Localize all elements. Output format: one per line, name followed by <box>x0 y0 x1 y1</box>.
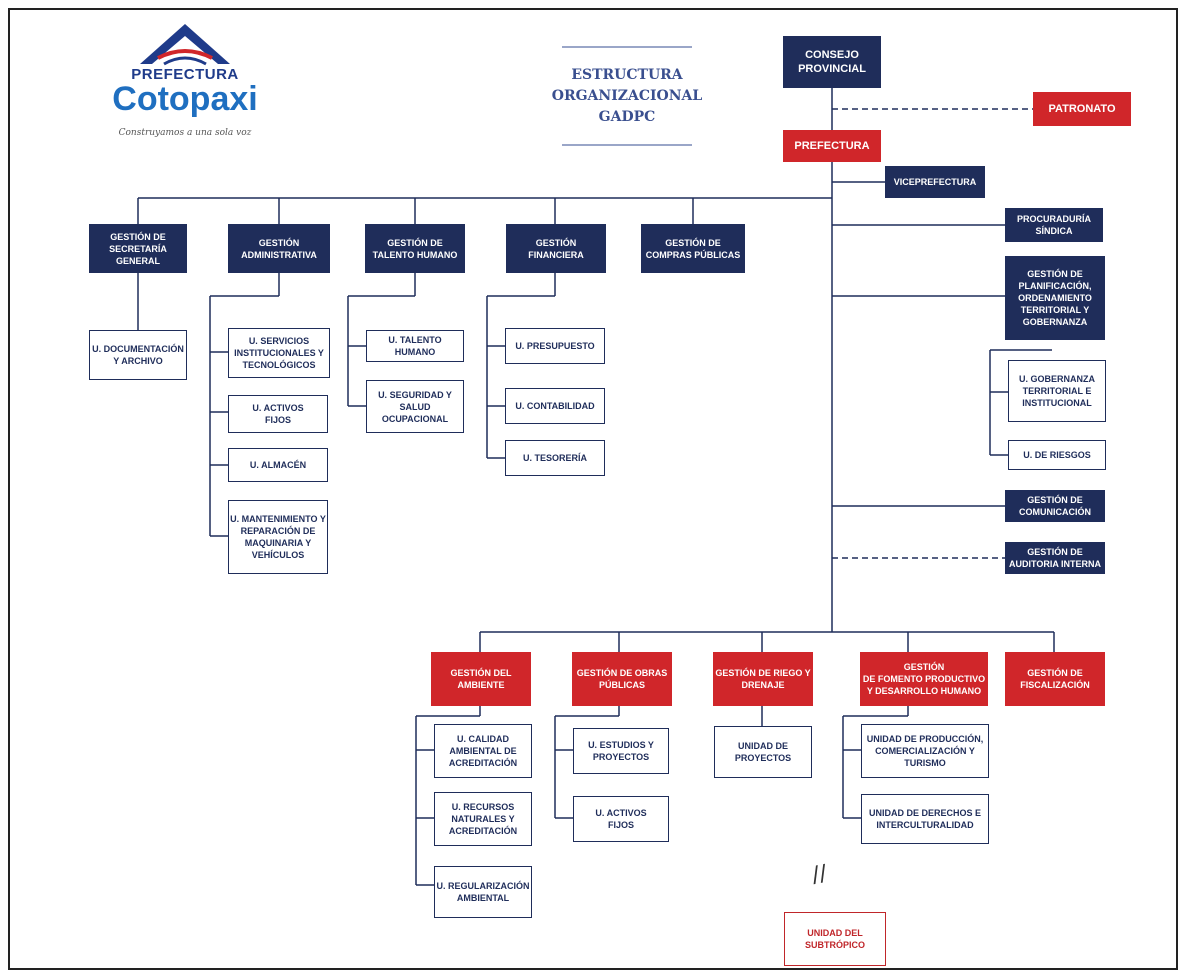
node-prefectura[interactable]: PREFECTURA <box>783 130 881 162</box>
node-gestion-compras-publicas[interactable]: GESTIÓN DE COMPRAS PÚBLICAS <box>641 224 745 273</box>
node-u-almacen[interactable]: U. ALMACÉN <box>228 448 328 482</box>
node-u-activos-fijos[interactable]: U. ACTIVOS FIJOS <box>228 395 328 433</box>
node-u-gobernanza[interactable]: U. GOBERNANZA TERRITORIAL E INSTITUCIONA… <box>1008 360 1106 422</box>
node-unidad-subtropico[interactable]: UNIDAD DEL SUBTRÓPICO <box>784 912 886 966</box>
node-gestion-planificacion[interactable]: GESTIÓN DE PLANIFICACIÓN, ORDENAMIENTO T… <box>1005 256 1105 340</box>
node-unidad-derechos[interactable]: UNIDAD DE DERECHOS E INTERCULTURALIDAD <box>861 794 989 844</box>
node-gestion-secretaria[interactable]: GESTIÓN DE SECRETARÍA GENERAL <box>89 224 187 273</box>
node-gestion-fiscalizacion[interactable]: GESTIÓN DE FISCALIZACIÓN <box>1005 652 1105 706</box>
node-u-estudios-proyectos[interactable]: U. ESTUDIOS Y PROYECTOS <box>573 728 669 774</box>
logo-cotopaxi-text: Cotopaxi <box>112 80 258 118</box>
node-procuraduria-sindica[interactable]: PROCURADURÍA SÍNDICA <box>1005 208 1103 242</box>
node-u-mantenimiento[interactable]: U. MANTENIMIENTO Y REPARACIÓN DE MAQUINA… <box>228 500 328 574</box>
node-u-documentacion[interactable]: U. DOCUMENTACIÓN Y ARCHIVO <box>89 330 187 380</box>
node-u-contabilidad[interactable]: U. CONTABILIDAD <box>505 388 605 424</box>
node-u-talento-humano[interactable]: U. TALENTO HUMANO <box>366 330 464 362</box>
node-viceprefectura[interactable]: VICEPREFECTURA <box>885 166 985 198</box>
node-u-presupuesto[interactable]: U. PRESUPUESTO <box>505 328 605 364</box>
node-u-seguridad[interactable]: U. SEGURIDAD Y SALUD OCUPACIONAL <box>366 380 464 433</box>
node-patronato[interactable]: PATRONATO <box>1033 92 1131 126</box>
node-gestion-obras-publicas[interactable]: GESTIÓN DE OBRAS PÚBLICAS <box>572 652 672 706</box>
node-u-recursos-naturales[interactable]: U. RECURSOS NATURALES Y ACREDITACIÓN <box>434 792 532 846</box>
node-gestion-ambiente[interactable]: GESTIÓN DEL AMBIENTE <box>431 652 531 706</box>
node-u-servicios[interactable]: U. SERVICIOS INSTITUCIONALES Y TECNOLÓGI… <box>228 328 330 378</box>
node-gestion-comunicacion[interactable]: GESTIÓN DE COMUNICACIÓN <box>1005 490 1105 522</box>
node-unidad-proyectos[interactable]: UNIDAD DE PROYECTOS <box>714 726 812 778</box>
mountain-logo-icon <box>140 24 230 66</box>
node-u-riesgos[interactable]: U. DE RIESGOS <box>1008 440 1106 470</box>
node-u-activos-fijos-obras[interactable]: U. ACTIVOS FIJOS <box>573 796 669 842</box>
node-gestion-financiera[interactable]: GESTIÓN FINANCIERA <box>506 224 606 273</box>
node-u-regularizacion[interactable]: U. REGULARIZACIÓN AMBIENTAL <box>434 866 532 918</box>
node-u-calidad-ambiental[interactable]: U. CALIDAD AMBIENTAL DE ACREDITACIÓN <box>434 724 532 778</box>
node-gestion-riego-drenaje[interactable]: GESTIÓN DE RIEGO Y DRENAJE <box>713 652 813 706</box>
logo-prefectura-text: PREFECTURA <box>131 66 239 83</box>
node-gestion-fomento-productivo[interactable]: GESTIÓN DE FOMENTO PRODUCTIVO Y DESARROL… <box>860 652 988 706</box>
chart-title-box: ESTRUCTURA ORGANIZACIONAL GADPC <box>552 46 702 146</box>
node-gestion-auditoria[interactable]: GESTIÓN DE AUDITORIA INTERNA <box>1005 542 1105 574</box>
node-gestion-talento-humano[interactable]: GESTIÓN DE TALENTO HUMANO <box>365 224 465 273</box>
prefectura-logo: PREFECTURA Cotopaxi Construyamos a una s… <box>100 18 300 158</box>
node-unidad-produccion[interactable]: UNIDAD DE PRODUCCIÓN, COMERCIALIZACIÓN Y… <box>861 724 989 778</box>
node-consejo-provincial[interactable]: CONSEJO PROVINCIAL <box>783 36 881 88</box>
logo-slogan: Construyamos a una sola voz <box>118 128 252 138</box>
node-gestion-administrativa[interactable]: GESTIÓN ADMINISTRATIVA <box>228 224 330 273</box>
node-u-tesoreria[interactable]: U. TESORERÍA <box>505 440 605 476</box>
chart-title: ESTRUCTURA ORGANIZACIONAL GADPC <box>551 66 703 125</box>
